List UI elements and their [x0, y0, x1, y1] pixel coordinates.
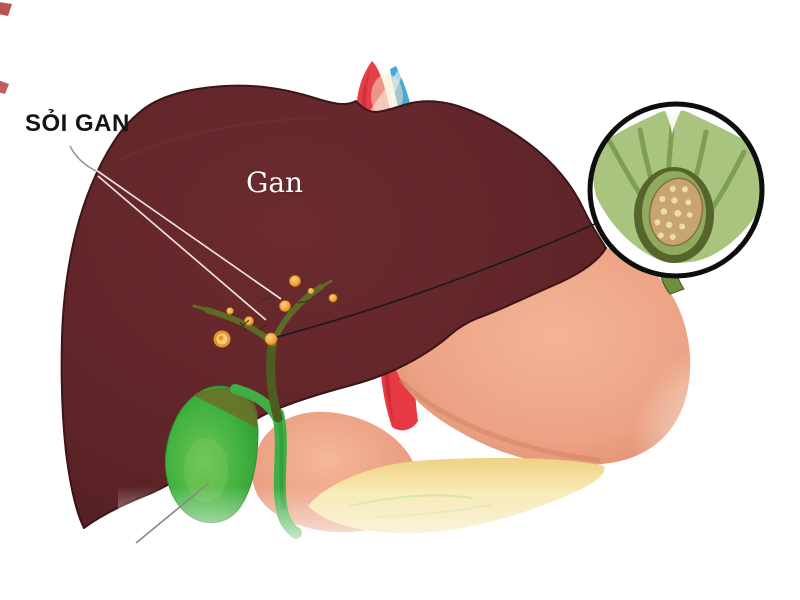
pointer-line-stones-1 [95, 169, 282, 300]
liver-stones [213, 275, 338, 348]
magnifier-ring [587, 101, 765, 279]
corner-fade [631, 342, 800, 562]
gallbladder-shadow [194, 388, 258, 427]
liver-label: Gan [246, 166, 303, 199]
stone-label: SỎI GAN [25, 108, 130, 137]
stone-ringed [213, 330, 231, 348]
stone [328, 293, 338, 303]
sketch-marks [239, 296, 309, 332]
liver-sheen [119, 116, 331, 162]
stone [289, 275, 301, 287]
stone [264, 332, 278, 346]
stone [244, 316, 254, 326]
inset-artwork [592, 106, 760, 263]
edge-artifacts [0, 2, 12, 94]
inset-stone [648, 177, 704, 247]
pointer-lines [69, 145, 598, 544]
inset-magnifier [587, 101, 765, 295]
pointer-line-stones-2 [97, 175, 267, 321]
stomach-shadow-edge [398, 378, 601, 463]
stone [226, 307, 234, 315]
left-hepatic-duct [204, 307, 277, 347]
label-tail-line [69, 145, 97, 172]
pointer-line-inset [276, 222, 598, 338]
hepatic-duct-trunk [266, 340, 283, 423]
stone [279, 300, 291, 312]
pointer-line-gallbladder [135, 482, 210, 544]
stone [308, 288, 314, 294]
